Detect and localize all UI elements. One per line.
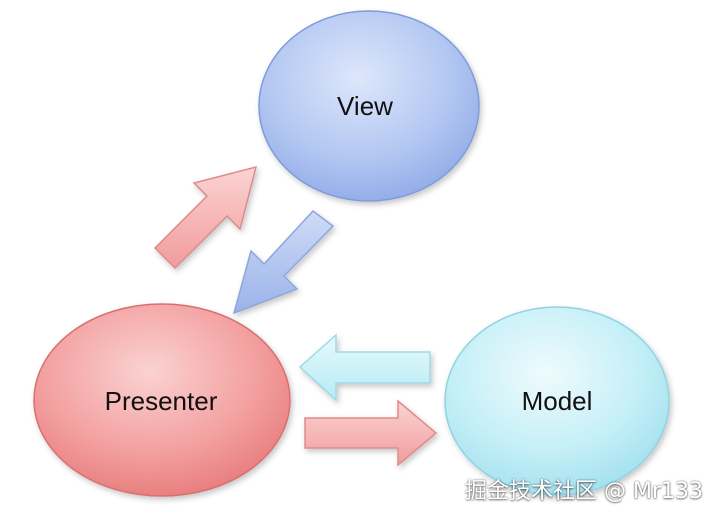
view-node: View <box>258 10 480 202</box>
presenter-to-view-arrow <box>153 165 258 270</box>
view-label: View <box>337 91 393 121</box>
view-ellipse <box>258 10 480 202</box>
watermark: 掘金技术社区 @ Mr133 <box>464 479 703 504</box>
presenter-label: Presenter <box>105 386 218 416</box>
model-ellipse <box>444 306 670 496</box>
model-to-presenter-arrow <box>298 333 431 402</box>
presenter-ellipse <box>33 303 291 497</box>
presenter-to-model-arrow <box>304 399 438 467</box>
model-node: Model <box>444 306 670 496</box>
model-label: Model <box>522 386 593 416</box>
view-to-presenter-arrow <box>232 209 335 315</box>
presenter-node: Presenter <box>33 303 291 497</box>
